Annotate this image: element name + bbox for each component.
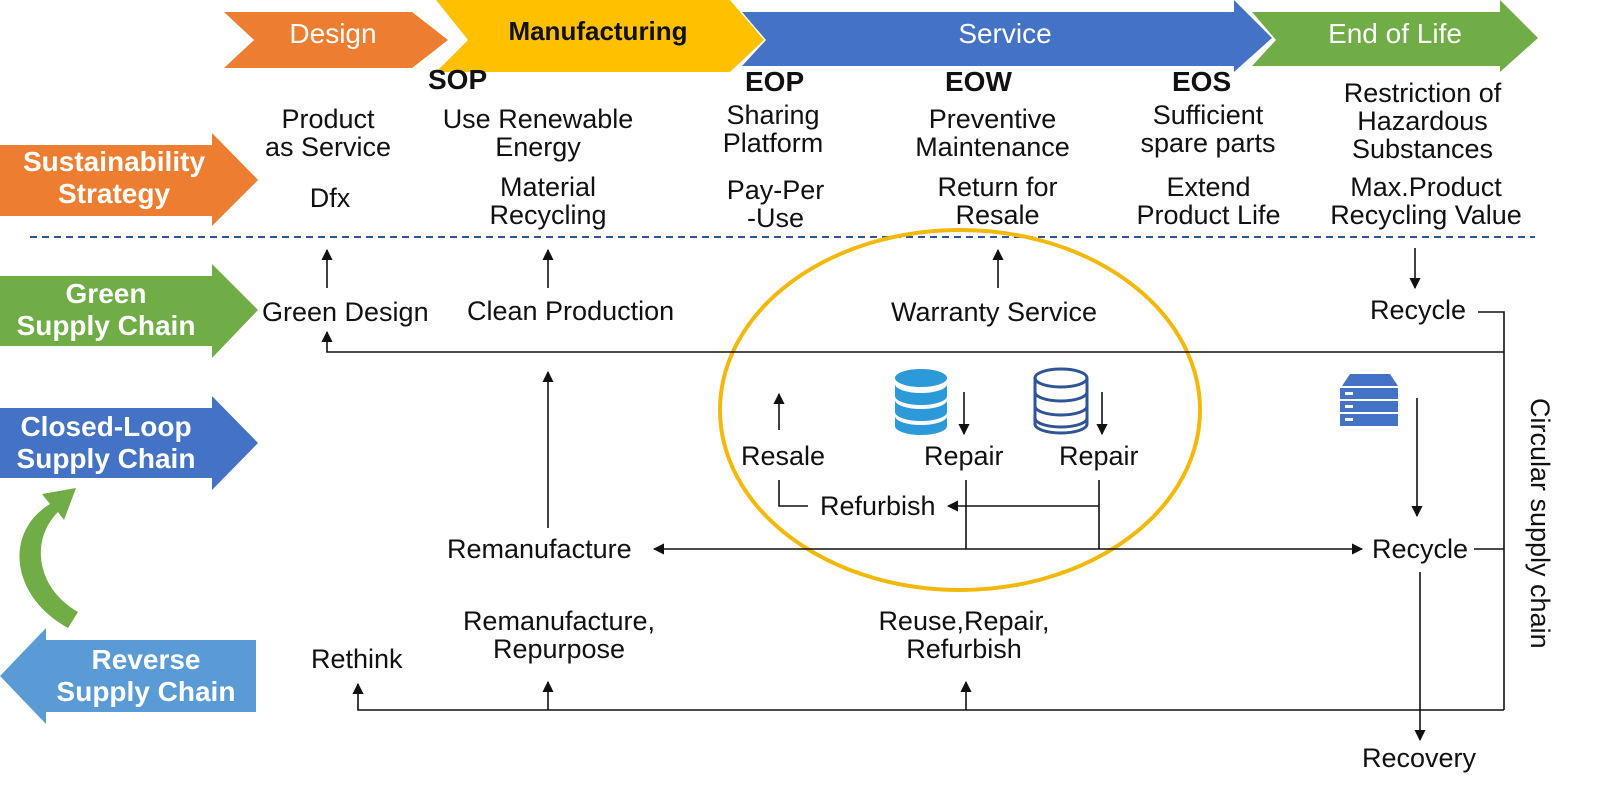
arrow-green: [0, 264, 258, 358]
node-recovery: Recovery: [1362, 743, 1477, 773]
milestone-eow: EOW: [945, 66, 1012, 97]
side-label-closed-loop: Closed-Loop Supply Chain: [16, 411, 196, 474]
node-rethink: Rethink: [311, 644, 403, 674]
circular-loop-line: [1478, 311, 1505, 710]
milestone-eop: EOP: [745, 66, 805, 97]
node-recycle-mid: Recycle: [1372, 534, 1469, 564]
side-label-green: Green Supply Chain: [16, 278, 196, 341]
node-resale: Resale: [741, 441, 826, 471]
node-refurbish: Refurbish: [820, 491, 936, 521]
database-filled-icon: [895, 369, 947, 435]
arrow-reverse: [0, 628, 256, 724]
server-icon: [1340, 374, 1398, 426]
warranty-ellipse: [718, 228, 1202, 592]
node-remanufacture: Remanufacture: [447, 534, 632, 564]
reverse-loop-line: [352, 682, 1504, 711]
milestone-sop: SOP: [428, 64, 488, 95]
node-green-design: Green Design: [262, 297, 429, 327]
node-remanufacture-repurpose: Remanufacture,Repurpose: [462, 606, 656, 664]
node-recycle-top: Recycle: [1370, 295, 1467, 325]
side-label-reverse: Reverse Supply Chain: [56, 644, 236, 707]
phase-arrow-end-of-life: [1252, 0, 1538, 72]
arrow-closed-loop: [0, 396, 258, 490]
node-repair-2: Repair: [1059, 441, 1139, 471]
database-outline-icon: [1033, 367, 1089, 435]
strategy-dfx: Dfx: [309, 183, 351, 213]
node-repair-1: Repair: [924, 441, 1004, 471]
phase-service: Service: [958, 18, 1052, 49]
curved-arrow-icon: [19, 488, 78, 628]
loop-to-green-design: [321, 330, 1504, 353]
node-warranty-service: Warranty Service: [891, 297, 1098, 327]
node-clean-production: Clean Production: [467, 296, 675, 326]
arrow-sustainability: [0, 133, 258, 226]
phase-manufacturing: Manufacturing: [508, 16, 688, 46]
strategy-pay-per-use: Pay-Per-Use: [726, 175, 825, 233]
label-circular-supply-chain: Circular supply chain: [1525, 398, 1555, 649]
phase-end-of-life: End of Life: [1328, 18, 1462, 49]
milestone-eos: EOS: [1172, 66, 1232, 97]
phase-arrow-design: [224, 12, 448, 68]
phase-arrow-service: [742, 0, 1272, 72]
node-reuse-repair-refurbish: Reuse,Repair,Refurbish: [878, 606, 1050, 664]
phase-arrow-manufacturing: [436, 0, 764, 72]
refurbish-to-resale: [778, 480, 808, 507]
side-label-sustainability: Sustainability Strategy: [22, 146, 206, 209]
phase-design: Design: [289, 18, 377, 49]
